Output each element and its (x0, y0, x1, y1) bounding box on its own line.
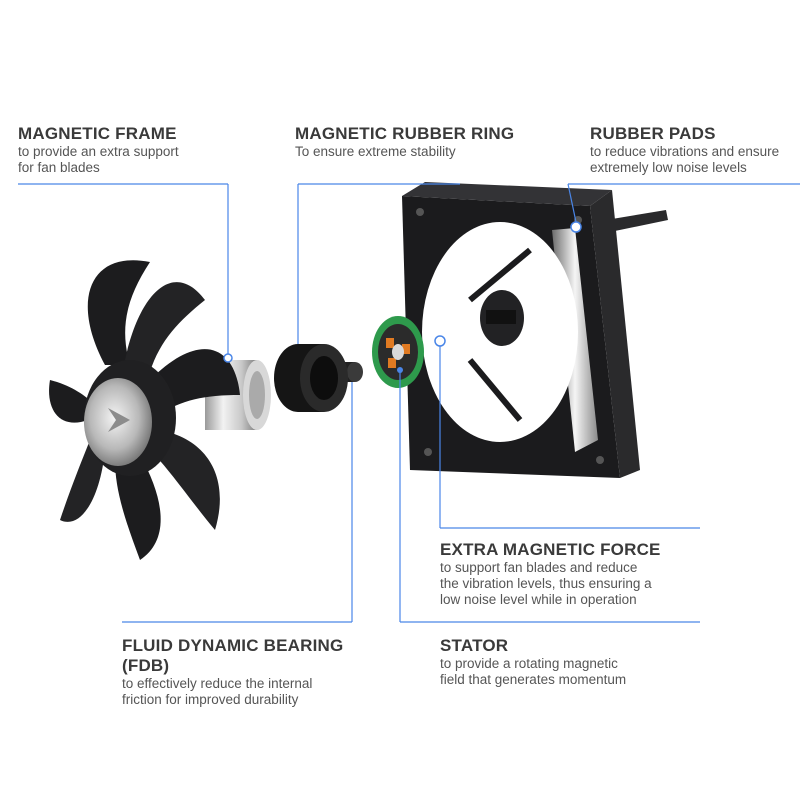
magnetic-frame-marker (223, 353, 233, 363)
rubber-pads-description: to reduce vibrations and ensure extremel… (590, 144, 780, 175)
fan-impeller (49, 260, 240, 560)
leader-lines (18, 183, 800, 623)
callout-fluid-dynamic-bearing: FLUID DYNAMIC BEARING (FDB) to effective… (122, 636, 382, 708)
extra-magnetic-force-description: to support fan blades and reduce the vib… (440, 560, 652, 607)
magnetic-rubber-ring (274, 344, 348, 412)
fan-frame (402, 182, 668, 478)
callout-extra-magnetic-force: EXTRA MAGNETIC FORCE to support fan blad… (440, 540, 700, 608)
leader-rubber-pads-drop (567, 183, 577, 223)
callout-rubber-pads: RUBBER PADS to reduce vibrations and ens… (590, 124, 800, 176)
stator-marker (397, 367, 403, 373)
stator-description: to provide a rotating magnetic field tha… (440, 656, 627, 687)
callout-magnetic-frame: MAGNETIC FRAME to provide an extra suppo… (18, 124, 258, 176)
rubber-pad-marker (570, 221, 582, 233)
fluid-dynamic-bearing-title: FLUID DYNAMIC BEARING (FDB) (122, 636, 344, 675)
magnetic-rubber-ring-description: To ensure extreme stability (295, 144, 456, 159)
extra-magnetic-force-title: EXTRA MAGNETIC FORCE (440, 540, 661, 559)
magnetic-frame-description: to provide an extra support for fan blad… (18, 144, 179, 175)
callout-stator: STATOR to provide a rotating magnetic fi… (440, 636, 700, 688)
magnetic-force-marker (434, 335, 446, 347)
fluid-dynamic-bearing-description: to effectively reduce the internal frict… (122, 676, 313, 707)
magnetic-rubber-ring-title: MAGNETIC RUBBER RING (295, 124, 515, 143)
stator (372, 316, 424, 388)
rubber-pads-title: RUBBER PADS (590, 124, 716, 143)
stator-title: STATOR (440, 636, 509, 655)
callout-magnetic-rubber-ring: MAGNETIC RUBBER RING To ensure extreme s… (295, 124, 555, 160)
magnetic-frame-title: MAGNETIC FRAME (18, 124, 177, 143)
